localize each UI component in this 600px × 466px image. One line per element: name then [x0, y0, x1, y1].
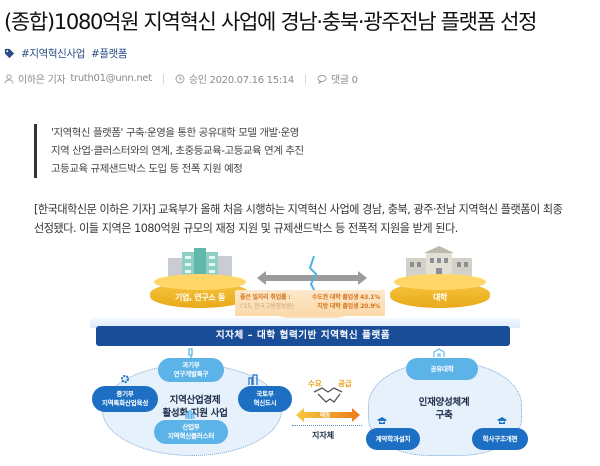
article-body: [한국대학신문 이하은 기자] 교육부가 올해 처음 시행하는 지역혁신 사업에…: [34, 203, 563, 235]
factory-icon: [185, 410, 195, 419]
university-building-icon: [406, 246, 472, 278]
talent-center: 인재양성체계 구축: [418, 397, 470, 421]
summary-line: 지역 산업·클러스터와의 연계, 초중등교육-고등교육 연계 추진: [51, 145, 304, 157]
approved-label: 승인 2020.07.16 15:14: [188, 75, 294, 86]
capital-rate: 수도권 대학 졸업생 43.1%: [311, 294, 380, 301]
divider: [305, 73, 306, 84]
banner-glow: [90, 318, 520, 328]
double-arrow-icon: [257, 271, 367, 285]
handshake-icon: [313, 387, 343, 403]
regional-rate: 지방 대학 졸업생 20.9%: [317, 303, 380, 310]
article-meta: 이하은 기자 truth01@unn.net 승인 2020.07.16 15:…: [4, 71, 358, 86]
tag-link[interactable]: #플랫폼: [90, 48, 128, 60]
university-pedestal: 대학: [390, 274, 490, 308]
comment-icon: [317, 74, 327, 84]
comments-count: 댓글 0: [331, 75, 358, 86]
academic-restructure-pill: 학사구조개편: [472, 428, 528, 450]
matching-label: 매칭: [320, 413, 331, 419]
infographic: 기업, 연구소 등 대학 좋은 일자리 취업률 : 수도권 대학 졸업생 43.1…: [70, 246, 540, 466]
tag-list: #지역혁신사업 #플랫폼: [4, 46, 128, 61]
callout-label: 좋은 일자리 취업률 :: [240, 294, 291, 301]
mortarboard-icon: [497, 417, 507, 424]
connector-line: [292, 425, 362, 426]
author-info: 이하은 기자 truth01@unn.net: [4, 71, 152, 86]
industry-center: 지역산업경제 활성화 지원 사업: [162, 395, 228, 419]
author-name: 이하은 기자: [18, 75, 66, 86]
matching-arrow: [296, 408, 360, 422]
local-gov-label: 지자체: [312, 431, 335, 440]
user-icon: [4, 73, 14, 84]
clock-icon: [175, 74, 185, 83]
tag-link[interactable]: #지역혁신사업: [21, 48, 85, 60]
article-summary: '지역혁신 플랫폼' 구축·운영을 통한 공유대학 모델 개발·운영 지역 산업…: [34, 124, 304, 178]
shared-univ-pill: 공유대학: [406, 358, 478, 380]
comments-link[interactable]: 댓글 0: [317, 71, 358, 86]
summary-line: '지역혁신 플랫폼' 구축·운영을 통한 공유대학 모델 개발·운영: [51, 127, 299, 139]
graduation-cap-icon: [377, 417, 387, 424]
author-email[interactable]: truth01@unn.net: [70, 73, 152, 84]
employment-callout: 좋은 일자리 취업률 : 수도권 대학 졸업생 43.1% ('15, 한국고용정…: [235, 290, 385, 316]
university-label: 대학: [432, 293, 448, 302]
company-label: 기업, 연구소 등: [174, 293, 226, 302]
contract-dept-pill: 계약학과설치: [366, 428, 420, 450]
city-icon: [248, 374, 258, 385]
gear-icon: [121, 375, 129, 383]
tag-icon: [4, 48, 15, 59]
demand-label: 수요: [308, 379, 322, 388]
school-icon: [433, 348, 445, 357]
summary-line: 고등교육 규제샌드박스 도입 등 전폭 지원 예정: [51, 163, 243, 175]
divider: [162, 73, 164, 84]
article-headline: (종합)1080억원 지역혁신 사업에 경남·충북·광주전남 플랫폼 선정: [4, 10, 537, 34]
company-pedestal: 기업, 연구소 등: [150, 274, 250, 308]
platform-banner: 지자체 – 대학 협력기반 지역혁신 플랫폼: [96, 326, 510, 346]
callout-source: ('15, 한국고용정보원): [240, 303, 294, 310]
approved-time: 승인 2020.07.16 15:14: [175, 71, 294, 86]
disconnect-icon: [308, 256, 318, 296]
supply-label: 공급: [338, 379, 352, 388]
